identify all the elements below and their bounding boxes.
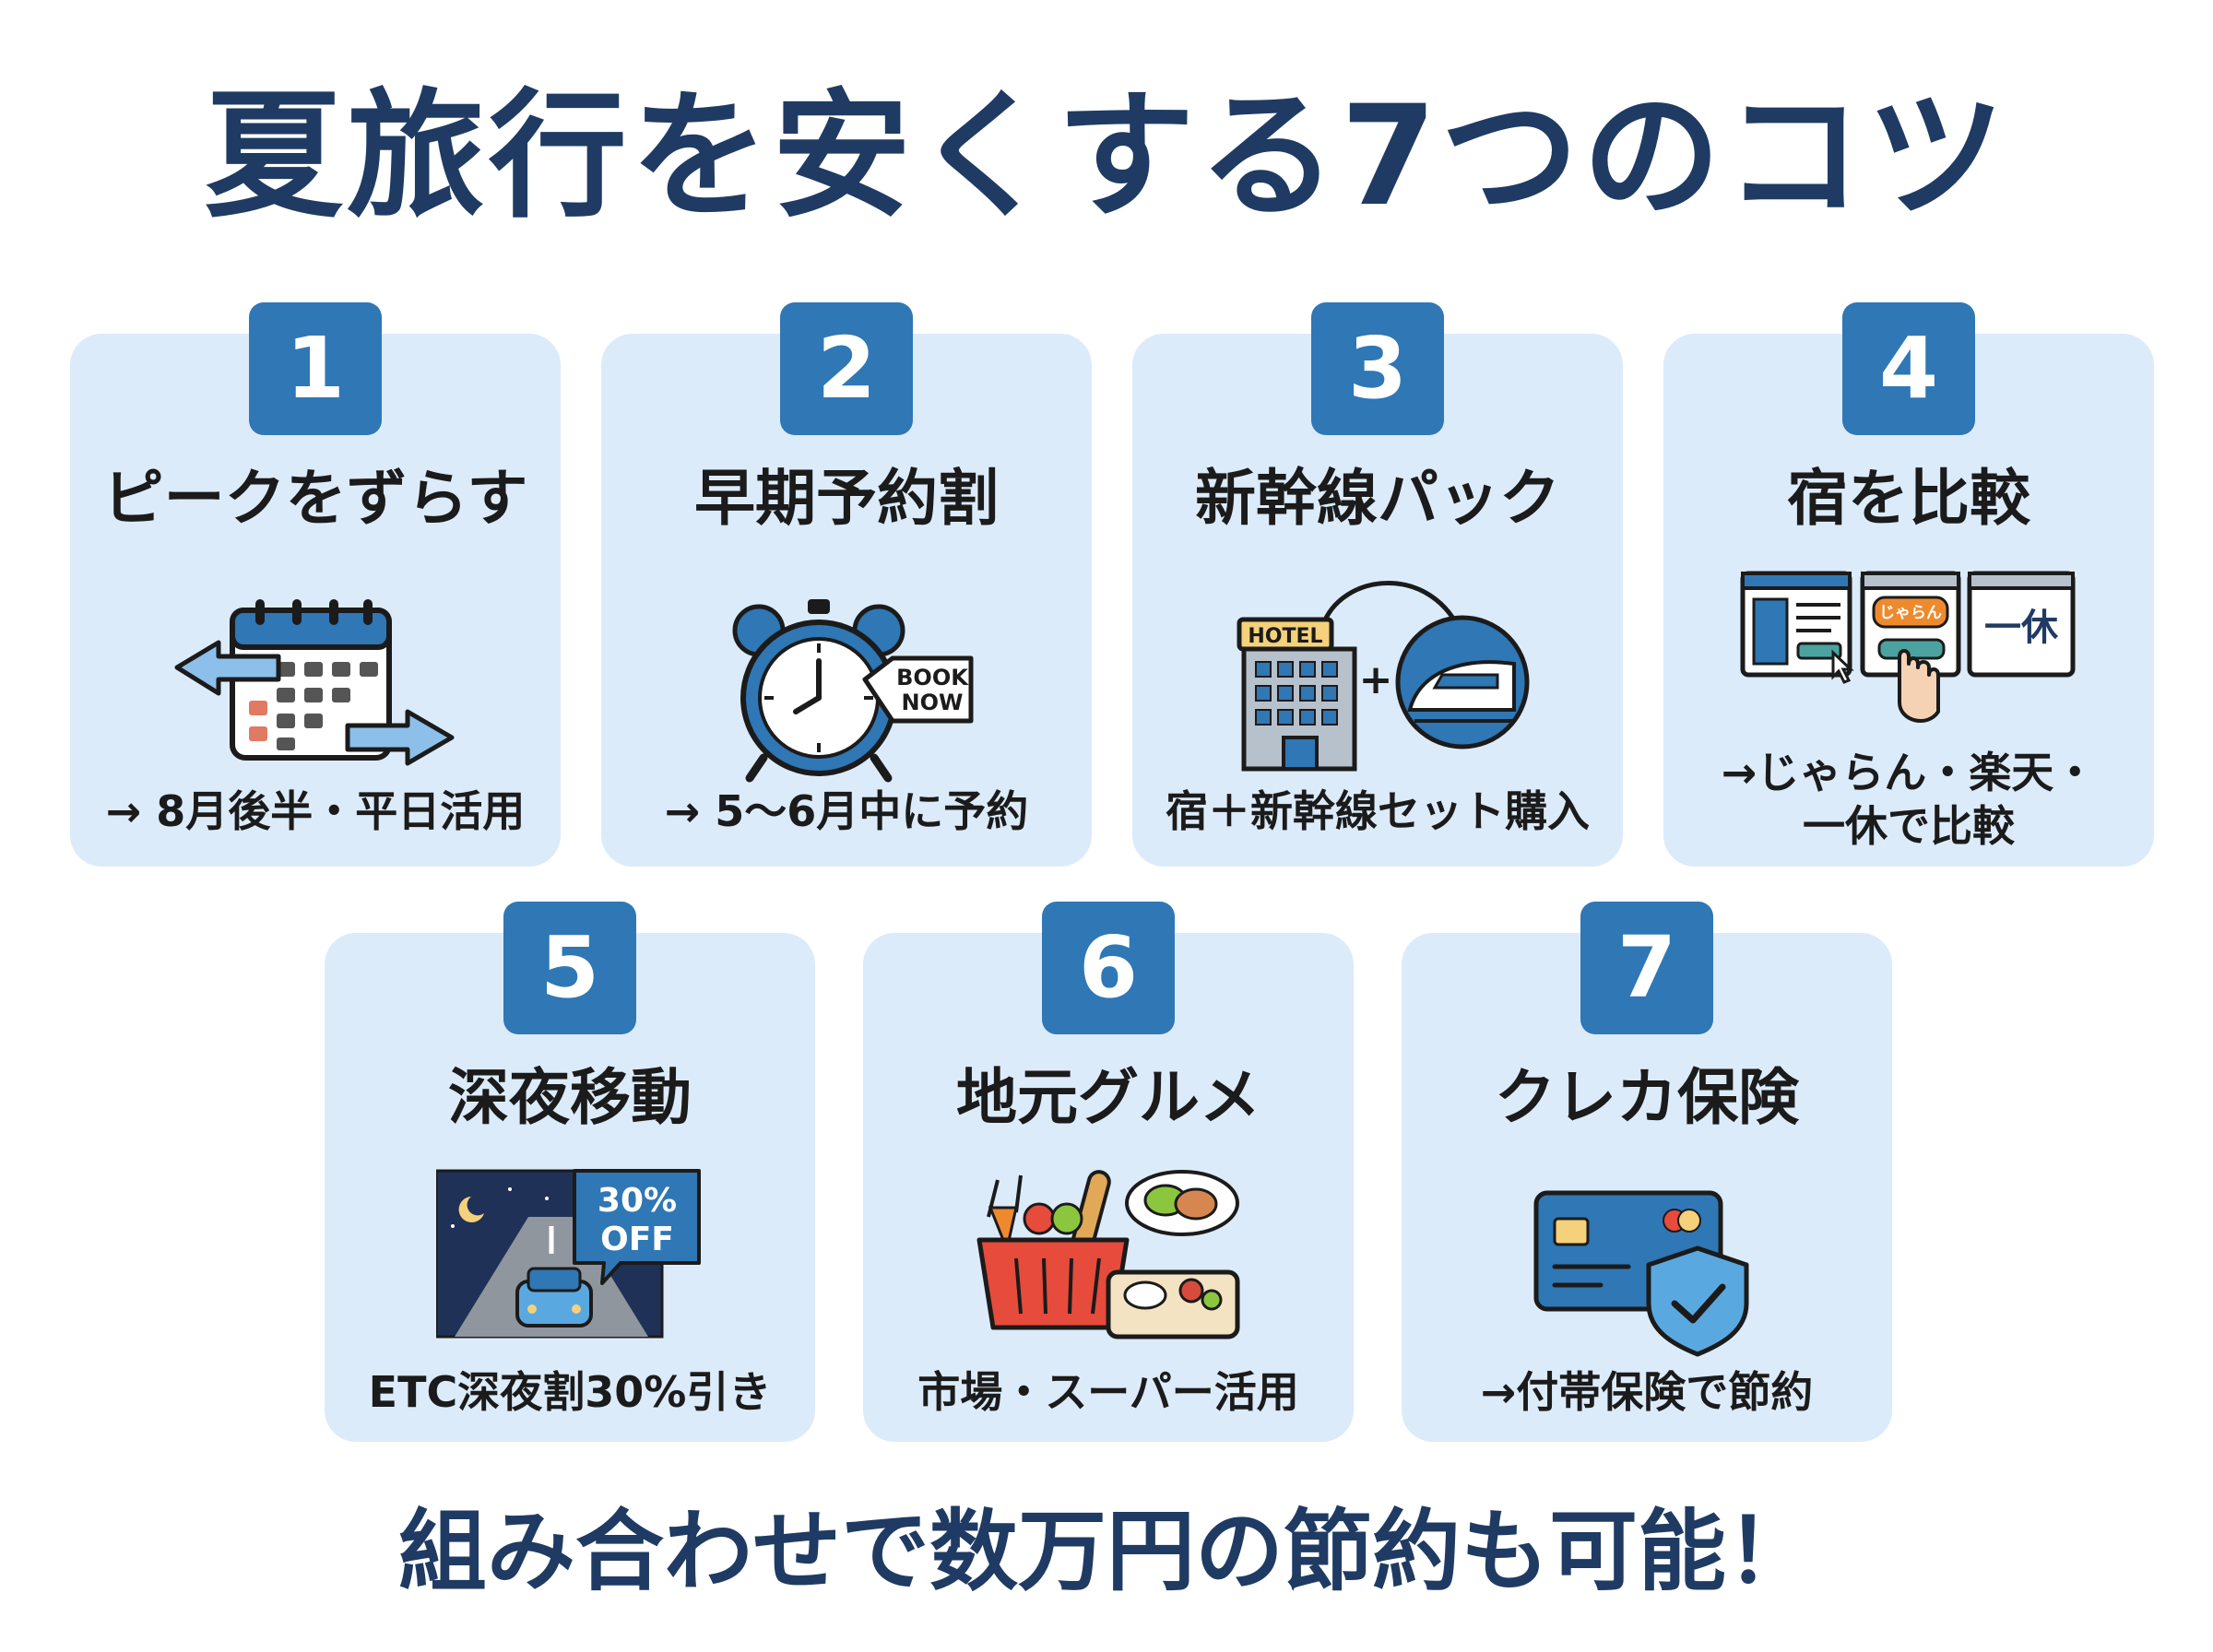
svg-text:+: + [1359,656,1393,703]
tip-description: →じゃらん・楽天・ 一休で比較 [1663,747,2154,853]
tip-title: クレカ保険 [1495,1062,1799,1133]
grocery-basket-icon [976,1170,1240,1339]
discount-text: OFF [600,1221,674,1258]
tip-description: → 8月後半・平日活用 [105,786,526,836]
tip-description: → 5〜6月中に予約 [664,786,1029,836]
ikyu-logo: 一休 [1984,606,2059,649]
tip-title: 早期予約割 [694,463,999,534]
tip-title: ピークをずらす [102,463,528,534]
tip-description: →付帯保険で節約 [1480,1367,1814,1417]
tip-number-badge: 1 [249,302,382,435]
book-now-text: NOW [902,690,964,715]
tip-description-line: 一休で比較 [1803,800,2015,851]
credit-card-shield-icon [1533,1190,1749,1357]
tip-title: 地元グルメ [956,1062,1260,1133]
tip-number-badge: 4 [1842,302,1975,435]
tip-card-7: 7 クレカ保険 →付帯保険で節約 [1402,902,1892,1442]
tip-title: 宿を比較 [1787,463,2030,534]
tip-card-2: 2 早期予約割 BOOK NOW → 5〜6月中に予約 [601,302,1092,867]
tip-number-badge: 3 [1311,302,1444,435]
tip-card-4: 4 宿を比較 じゃらん 一休 →じゃらん・楽天・ 一休で比較 [1663,302,2154,867]
tip-title: 新幹線パック [1195,463,1560,534]
hotel-sign-text: HOTEL [1248,625,1322,648]
page-title: 夏旅行を安くする7つのコツ [204,77,2009,237]
tip-description: ETC深夜割30%引き [368,1367,772,1417]
jalan-logo: じゃらん [1879,604,1942,622]
tip-card-6: 6 地元グルメ 市場・スーパー活用 [863,902,1354,1442]
tip-description-line: →じゃらん・楽天・ [1721,748,2097,797]
tip-number-badge: 7 [1580,902,1713,1034]
footer-message: 組み合わせで数万円の節約も可能！ [398,1500,1815,1603]
tip-card-3: 3 新幹線パック HOTEL + 宿＋新幹線セット購入 [1132,302,1623,867]
tip-title: 深夜移動 [448,1062,692,1133]
calendar-arrows-icon [174,599,455,766]
tip-number-badge: 5 [503,902,636,1034]
tip-card-5: 5 深夜移動 30% OFF ETC深夜割30%引き [325,902,815,1442]
alarm-clock-icon: BOOK NOW [732,599,974,783]
night-road-icon: 30% OFF [436,1169,701,1339]
tip-card-1: 1 ピークをずらす → 8月後半・平日活用 [70,302,561,867]
compare-sites-icon: じゃらん 一休 [1740,571,2076,723]
discount-text: 30% [598,1182,677,1220]
tip-number-badge: 6 [1042,902,1175,1034]
tip-description: 宿＋新幹線セット購入 [1166,786,1590,836]
hotel-train-icon: HOTEL + [1237,581,1530,772]
book-now-text: BOOK [896,665,969,690]
tip-number-badge: 2 [780,302,913,435]
tip-description: 市場・スーパー活用 [917,1367,1299,1417]
